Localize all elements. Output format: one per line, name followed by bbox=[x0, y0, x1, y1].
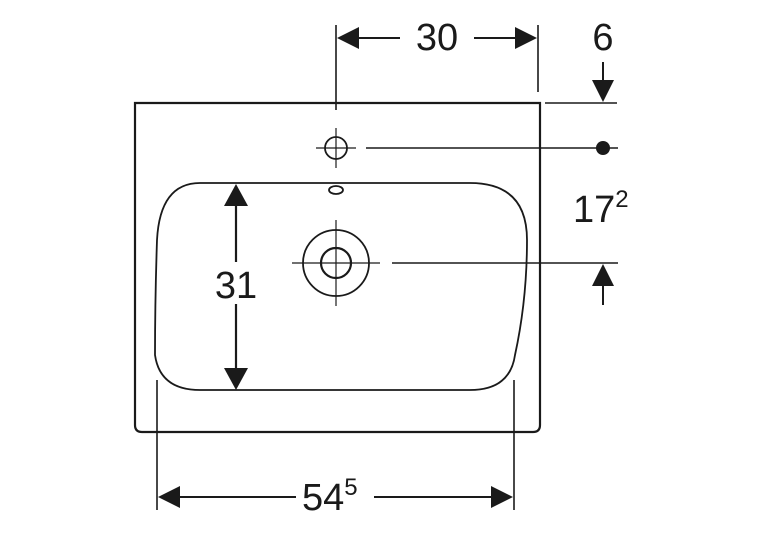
dimension-top-offset: 6 bbox=[592, 17, 614, 102]
dimension-label-overall-width-main: 54 bbox=[302, 477, 344, 519]
dimension-label-overall-width-sup: 5 bbox=[344, 474, 357, 501]
drain bbox=[292, 220, 380, 306]
tap-hole bbox=[316, 128, 356, 168]
dimension-label-drain-depth: 172 bbox=[573, 186, 629, 231]
dimension-drain-depth: 172 bbox=[573, 141, 629, 305]
dimension-bowl-depth: 31 bbox=[210, 184, 262, 390]
dimension-label-tap-offset: 30 bbox=[416, 17, 458, 59]
dimension-tap-offset: 30 bbox=[337, 17, 537, 59]
arrowhead bbox=[515, 27, 537, 49]
extension-lines bbox=[156, 25, 618, 510]
arrowhead bbox=[224, 368, 248, 390]
arrowhead bbox=[224, 184, 248, 206]
arrowhead bbox=[158, 486, 180, 508]
dimension-label-bowl-depth: 31 bbox=[215, 265, 257, 307]
arrowhead bbox=[592, 80, 614, 102]
arrowhead bbox=[491, 486, 513, 508]
overflow-slot bbox=[328, 185, 344, 195]
basin-outline bbox=[133, 101, 542, 434]
arrowhead bbox=[337, 27, 359, 49]
dimension-label-top-offset: 6 bbox=[592, 17, 613, 59]
dimension-dot bbox=[596, 141, 610, 155]
dimension-overall-width: 545 bbox=[158, 474, 513, 519]
dimension-label-drain-depth-sup: 2 bbox=[615, 186, 628, 213]
dimension-label-drain-depth-main: 17 bbox=[573, 189, 615, 231]
arrowhead bbox=[592, 264, 614, 286]
dimension-label-overall-width: 545 bbox=[302, 474, 358, 519]
bowl-outline bbox=[154, 182, 528, 391]
